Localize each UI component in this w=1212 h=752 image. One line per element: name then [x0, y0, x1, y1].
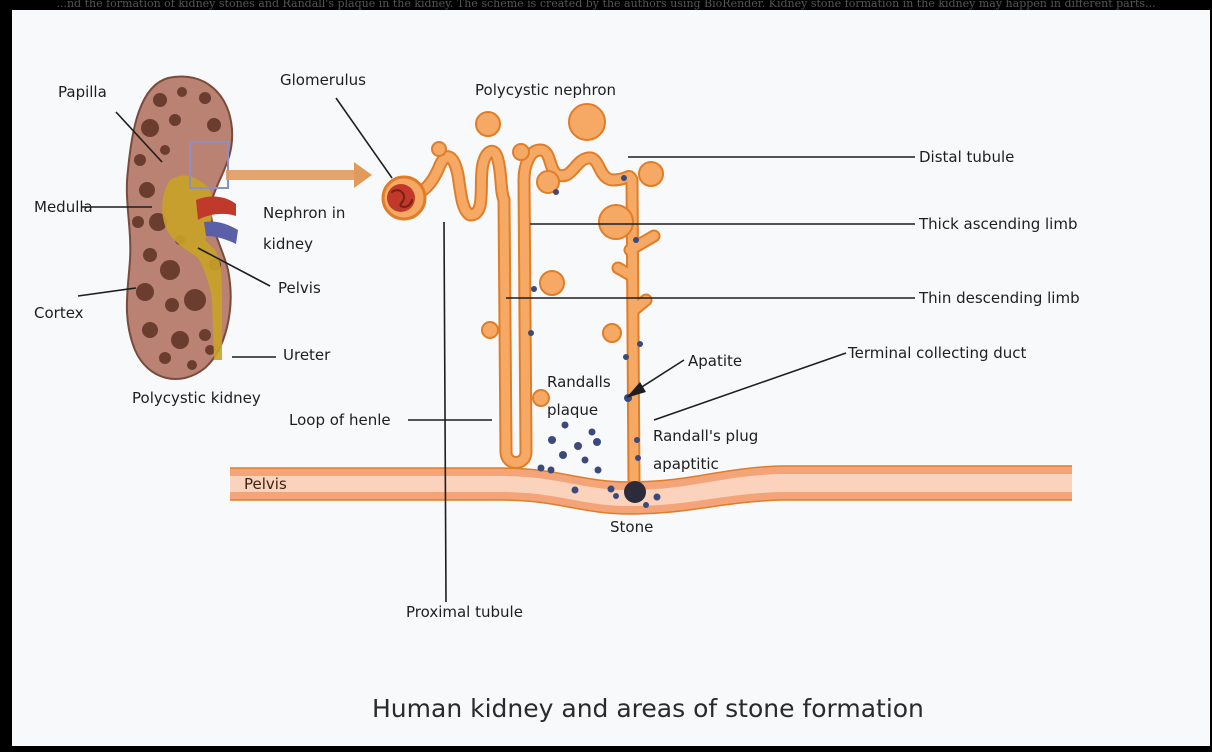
label-thin-descending-limb: Thin descending limb: [918, 289, 1080, 307]
label-apatite: Apatite: [688, 352, 742, 370]
label-ureter: Ureter: [283, 346, 331, 364]
renal-vessel-red: [196, 197, 236, 220]
label-thick-ascending-limb: Thick ascending limb: [918, 215, 1077, 233]
zoom-arrow: [226, 162, 372, 188]
label-glomerulus: Glomerulus: [280, 71, 366, 89]
pelvis-band: [230, 466, 1072, 514]
label-nephron-line1: Nephron in: [263, 204, 345, 222]
label-papilla: Papilla: [58, 83, 107, 101]
label-proximal-tubule: Proximal tubule: [406, 603, 523, 621]
label-terminal-collecting-duct: Terminal collecting duct: [847, 344, 1027, 362]
label-plug-line1: Randall's plug: [653, 427, 758, 445]
nephron-illustration: [383, 104, 663, 484]
label-plug-line2: apaptitic: [653, 455, 719, 473]
label-medulla: Medulla: [34, 198, 93, 216]
glomerulus-capsule: [383, 177, 425, 219]
kidney-stone: [624, 481, 646, 503]
label-nephron-line2: kidney: [263, 235, 313, 253]
label-stone: Stone: [610, 518, 653, 536]
label-polycystic-nephron: Polycystic nephron: [475, 81, 616, 99]
diagram-title: Human kidney and areas of stone formatio…: [372, 694, 924, 723]
label-randalls-line1: Randalls: [547, 373, 611, 391]
label-loop-of-henle: Loop of henle: [289, 411, 391, 429]
label-polycystic-kidney: Polycystic kidney: [132, 389, 261, 407]
polycystic-kidney-illustration: [127, 77, 238, 380]
label-randalls-line2: plaque: [547, 401, 598, 419]
label-distal-tubule: Distal tubule: [919, 148, 1014, 166]
label-cortex: Cortex: [34, 304, 84, 322]
label-pelvis-band: Pelvis: [244, 475, 287, 493]
label-pelvis-kidney: Pelvis: [278, 279, 321, 297]
